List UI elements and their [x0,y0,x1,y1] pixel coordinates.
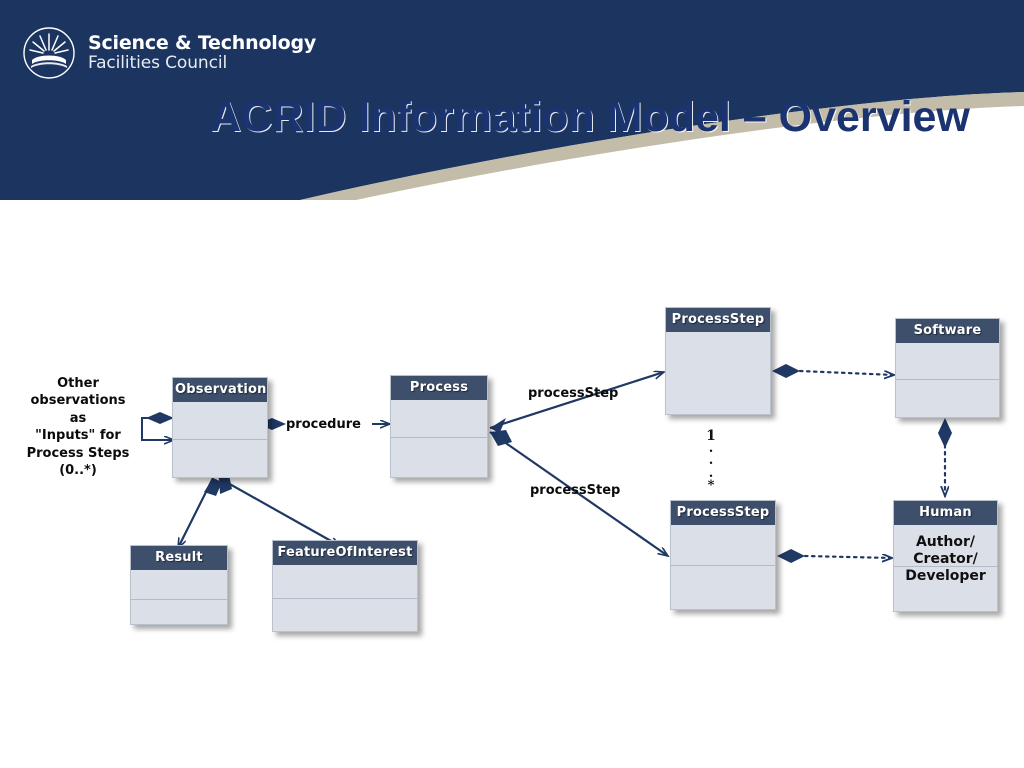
edge-observation-result [177,477,222,548]
edge-label-procedure: procedure [286,417,361,432]
banner-navy-fill [0,0,1024,200]
class-title-processstep-top: ProcessStep [666,308,770,332]
stfc-logo: Science & Technology Facilities Council [22,26,316,80]
uml-class-observation[interactable]: Observation [172,377,268,478]
edge-label-processstep-top: processStep [528,386,619,401]
class-attributes-featureofinterest [273,565,417,600]
multiplicity-dot-1: . [708,441,714,456]
class-attributes-processstep-top [666,332,770,372]
uml-class-process[interactable]: Process [390,375,488,478]
uml-class-human[interactable]: Human Author/Creator/Developer [893,500,998,612]
edge-observation-featureofinterest [218,475,340,546]
class-attributes-human [894,525,997,567]
multiplicity-dot-3: . [708,465,714,481]
header-banner: Science & Technology Facilities Council [0,0,1024,200]
class-attributes-result [131,570,227,600]
sunburst-logo-icon [22,26,76,80]
class-title-result: Result [131,546,227,570]
edge-software-human [938,418,952,496]
class-title-software: Software [896,319,999,343]
logo-line-1: Science & Technology [88,31,317,54]
class-attributes-process [391,400,487,439]
uml-class-featureofinterest[interactable]: FeatureOfInterest [272,540,418,632]
banner-accent-sweep [300,92,1024,200]
uml-class-software[interactable]: Software [895,318,1000,418]
uml-class-processstep-bottom[interactable]: ProcessStep [670,500,776,610]
edge-label-processstep-bottom: processStep [530,483,621,498]
page-title: ACRID Information Model – Overview [210,93,970,141]
uml-class-processstep-top[interactable]: ProcessStep [665,307,771,415]
class-attributes-processstep-bottom [671,525,775,567]
uml-class-result[interactable]: Result [130,545,228,625]
banner-shape [0,0,1024,200]
class-title-observation: Observation [173,378,267,402]
class-body-text-human: Author/Creator/Developer [905,534,986,585]
class-title-featureofinterest: FeatureOfInterest [273,541,417,565]
multiplicity-processstep: 1 . . . * [696,429,726,492]
class-title-human: Human [894,501,997,525]
multiplicity-upper: 1 [706,428,716,444]
logo-line-2: Facilities Council [88,53,228,74]
multiplicity-dot-2: . [708,453,714,469]
edge-processstep-top-software [772,364,894,378]
class-title-process: Process [391,376,487,400]
class-attributes-software [896,343,999,381]
edge-process-processstep-top [489,372,664,440]
class-title-processstep-bottom: ProcessStep [671,501,775,525]
multiplicity-lower: * [707,478,715,494]
stfc-logo-text: Science & Technology Facilities Council [88,31,317,74]
class-attributes-observation [173,402,267,440]
edge-processstep-bottom-human [777,549,892,563]
